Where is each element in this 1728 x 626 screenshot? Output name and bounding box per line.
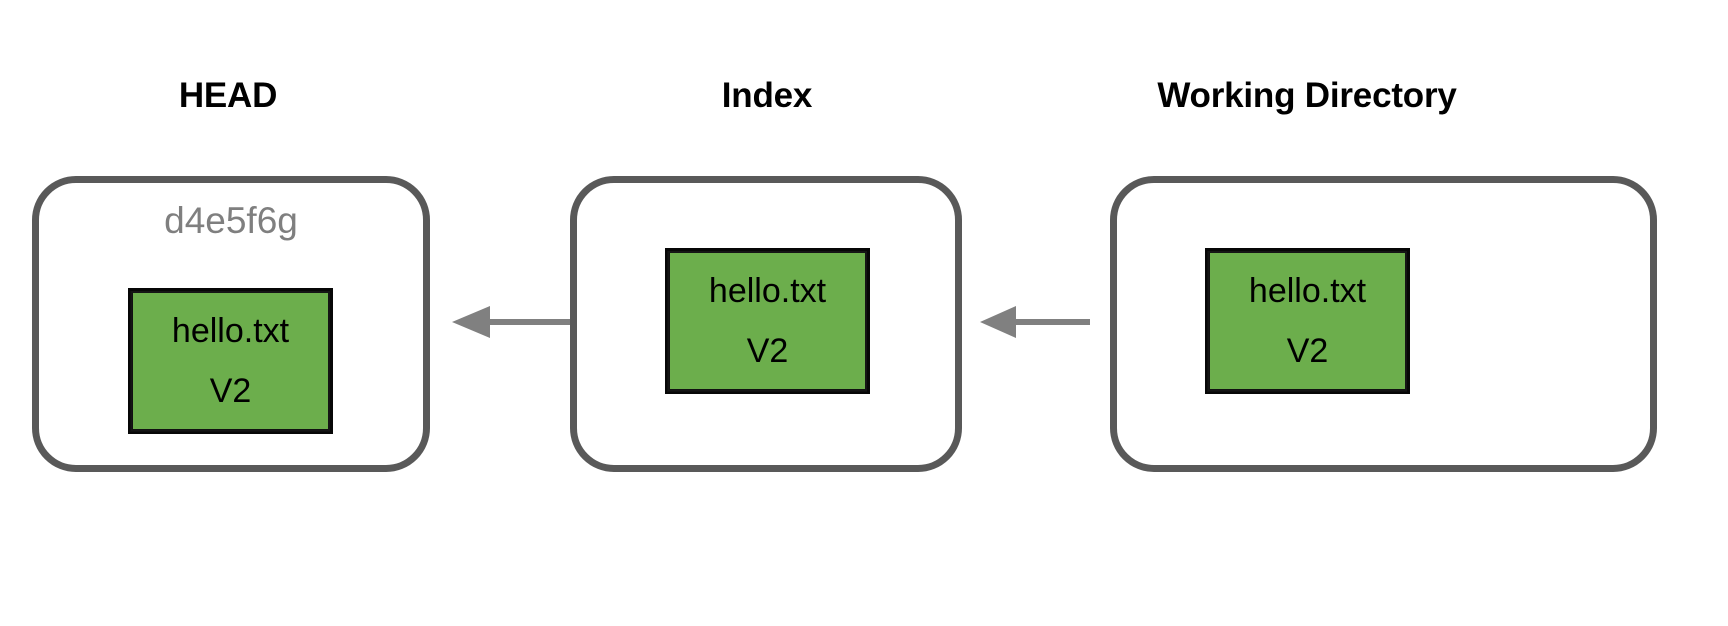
- column-title-head: HEAD: [178, 76, 278, 115]
- file-name-working-directory: hello.txt: [1248, 272, 1367, 310]
- column-title-working-directory: Working Directory: [1157, 76, 1457, 115]
- file-name-head: hello.txt: [171, 312, 290, 350]
- commit-hash-head: d4e5f6g: [164, 200, 298, 241]
- file-box-head[interactable]: hello.txt V2: [128, 288, 333, 434]
- file-version-index: V2: [746, 332, 789, 370]
- file-version-head: V2: [209, 372, 252, 410]
- arrow-working-directory-to-index: [980, 306, 1090, 338]
- file-box-working-directory[interactable]: hello.txt V2: [1205, 248, 1410, 394]
- file-version-working-directory: V2: [1286, 332, 1329, 370]
- column-title-index: Index: [721, 76, 813, 115]
- file-name-index: hello.txt: [708, 272, 827, 310]
- file-box-index[interactable]: hello.txt V2: [665, 248, 870, 394]
